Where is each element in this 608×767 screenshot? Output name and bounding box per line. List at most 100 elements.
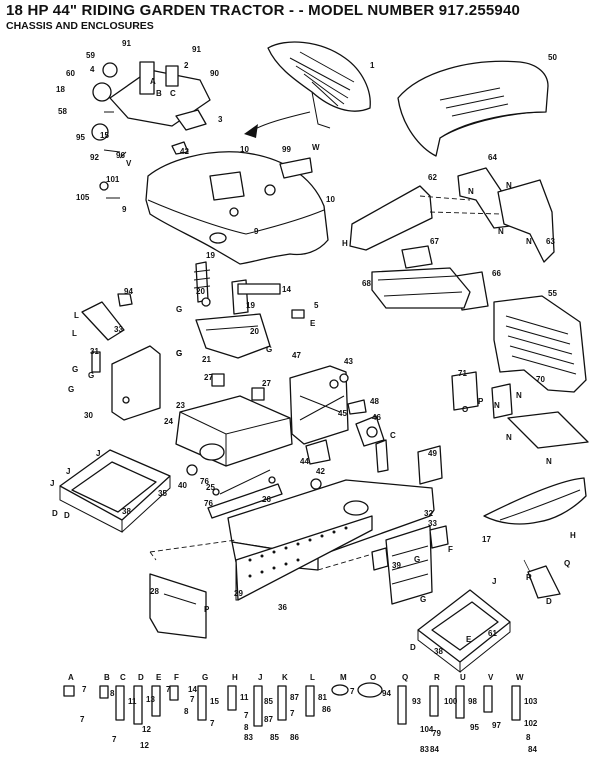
right-side-panel-part	[371, 525, 449, 605]
fastener-letter-K: K	[282, 673, 288, 682]
part-callout-E: E	[310, 319, 316, 328]
part-callout-14: 14	[282, 285, 291, 294]
fastener-number-83: 83	[420, 745, 429, 754]
part-callout-33: 33	[428, 519, 437, 528]
fastener-number-84: 84	[430, 745, 439, 754]
fastener-number-15: 15	[210, 697, 219, 706]
rear-bumper-part	[149, 573, 207, 639]
frame-rear-plate-part	[207, 483, 283, 519]
part-callout-G: G	[88, 371, 94, 380]
fender-bracket-part	[279, 157, 313, 179]
grille-part	[371, 245, 489, 311]
part-callout-43: 43	[344, 357, 353, 366]
part-callout-29: 29	[234, 589, 243, 598]
fastener-letter-M: M	[340, 673, 347, 682]
part-callout-G: G	[420, 595, 426, 604]
part-callout-N: N	[516, 391, 522, 400]
part-callout-23: 23	[176, 401, 185, 410]
right-footrest-part	[417, 589, 511, 674]
part-callout-L: L	[72, 329, 77, 338]
part-callout-38: 38	[122, 507, 131, 516]
part-callout-55: 55	[548, 289, 557, 298]
part-callout-31: 31	[90, 347, 99, 356]
part-callout-76: 76	[204, 499, 213, 508]
fastener-number-7: 7	[80, 715, 85, 724]
part-callout-N: N	[468, 187, 474, 196]
part-callout-20: 20	[250, 327, 259, 336]
part-callout-G: G	[176, 305, 182, 314]
fastener-number-7: 7	[244, 711, 249, 720]
hood-side-panel-part	[349, 167, 555, 263]
part-callout-10: 10	[326, 195, 335, 204]
fastener-number-100: 100	[444, 697, 458, 706]
fastener-letter-W: W	[516, 673, 524, 682]
part-callout-D: D	[64, 511, 70, 520]
part-callout-38: 38	[434, 647, 443, 656]
part-callout-D: D	[546, 597, 552, 606]
part-callout-Q: Q	[564, 559, 570, 568]
part-callout-3: 3	[218, 115, 223, 124]
fastener-number-7: 7	[350, 687, 355, 696]
fastener-number-79: 79	[432, 729, 441, 738]
part-callout-45: 45	[338, 409, 347, 418]
fastener-number-12: 12	[142, 725, 151, 734]
fastener-number-104: 104	[420, 725, 434, 734]
part-callout-A: A	[150, 77, 156, 86]
part-callout-90: 90	[210, 69, 219, 78]
part-callout-E: E	[466, 635, 472, 644]
fastener-number-97: 97	[492, 721, 501, 730]
part-callout-2: 2	[184, 61, 189, 70]
fastener-number-7: 7	[82, 685, 87, 694]
part-callout-G: G	[176, 349, 182, 358]
battery-tray-part	[175, 373, 293, 467]
part-callout-G: G	[68, 385, 74, 394]
fastener-number-87: 87	[264, 715, 273, 724]
part-callout-G: G	[176, 349, 182, 358]
dash-panel-part	[91, 61, 211, 159]
fastener-legend	[63, 682, 521, 727]
part-callout-32: 32	[424, 509, 433, 518]
part-callout-P: P	[478, 397, 484, 406]
fastener-number-7: 7	[210, 719, 215, 728]
part-callout-D: D	[410, 643, 416, 652]
part-callout-33: 33	[114, 325, 123, 334]
part-callout-D: D	[52, 509, 58, 518]
part-callout-94: 94	[124, 287, 133, 296]
part-callout-105: 105	[76, 193, 90, 202]
part-callout-F: F	[448, 545, 453, 554]
fastener-number-87: 87	[290, 693, 299, 702]
part-callout-40: 40	[178, 481, 187, 490]
part-callout-5: 5	[314, 301, 319, 310]
part-callout-70: 70	[536, 375, 545, 384]
frame-part	[149, 479, 435, 601]
part-callout-61: 61	[488, 629, 497, 638]
part-callout-91: 91	[122, 39, 131, 48]
part-callout-48: 48	[370, 397, 379, 406]
seat-part	[267, 41, 371, 129]
fastener-letter-A: A	[68, 673, 74, 682]
fastener-number-7: 7	[112, 735, 117, 744]
mount-bracket-parts	[305, 399, 385, 465]
fastener-number-14: 14	[188, 685, 197, 694]
part-callout-30: 30	[84, 411, 93, 420]
fastener-number-81: 81	[318, 693, 327, 702]
part-callout-N: N	[526, 237, 532, 246]
fastener-number-8: 8	[526, 733, 531, 742]
part-callout-20: 20	[196, 287, 205, 296]
part-callout-27: 27	[204, 373, 213, 382]
part-callout-19: 19	[206, 251, 215, 260]
part-callout-17: 17	[482, 535, 491, 544]
part-callout-36: 36	[278, 603, 287, 612]
dashboard-bracket-part	[289, 365, 349, 445]
hinge-part	[527, 565, 561, 599]
fastener-number-86: 86	[322, 705, 331, 714]
fastener-number-84: 84	[528, 745, 537, 754]
part-callout-N: N	[546, 457, 552, 466]
part-callout-67: 67	[430, 237, 439, 246]
fastener-letter-U: U	[460, 673, 466, 682]
fender-part	[145, 151, 329, 265]
fastener-number-94: 94	[382, 689, 391, 698]
part-callout-J: J	[50, 479, 54, 488]
fastener-number-7: 7	[290, 709, 295, 718]
